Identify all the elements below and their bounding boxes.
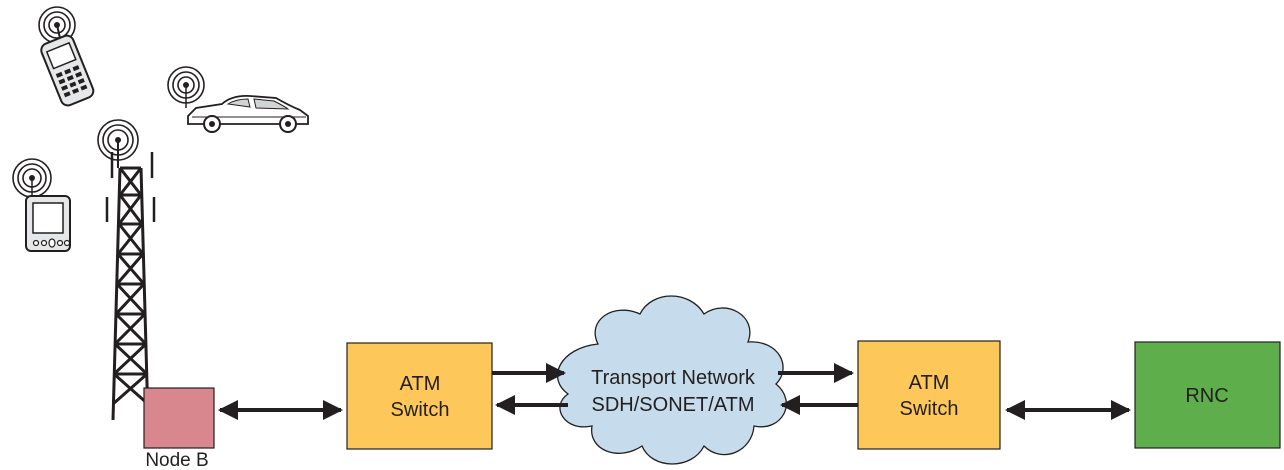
atm-switch-left-line1: ATM bbox=[400, 373, 441, 395]
mobile-phone-icon bbox=[38, 6, 95, 107]
pda-icon bbox=[12, 158, 71, 252]
transport-network-line2: SDH/SONET/ATM bbox=[592, 394, 755, 416]
atm-switch-left: ATM Switch bbox=[346, 342, 493, 450]
atm-switch-right-line1: ATM bbox=[909, 372, 950, 394]
atm-switch-right-line2: Switch bbox=[900, 398, 959, 420]
atm-switch-right: ATM Switch bbox=[857, 340, 1001, 450]
transport-network-cloud: Transport Network SDH/SONET/ATM bbox=[556, 295, 787, 465]
node-b: Node B bbox=[143, 387, 215, 470]
antenna-tower-icon bbox=[97, 119, 156, 421]
rnc-label: RNC bbox=[1185, 385, 1228, 407]
car-icon bbox=[167, 66, 309, 133]
transport-network-line1: Transport Network bbox=[591, 367, 756, 389]
rnc: RNC bbox=[1134, 341, 1281, 449]
node-b-label: Node B bbox=[145, 450, 208, 470]
atm-switch-left-line2: Switch bbox=[391, 399, 450, 421]
